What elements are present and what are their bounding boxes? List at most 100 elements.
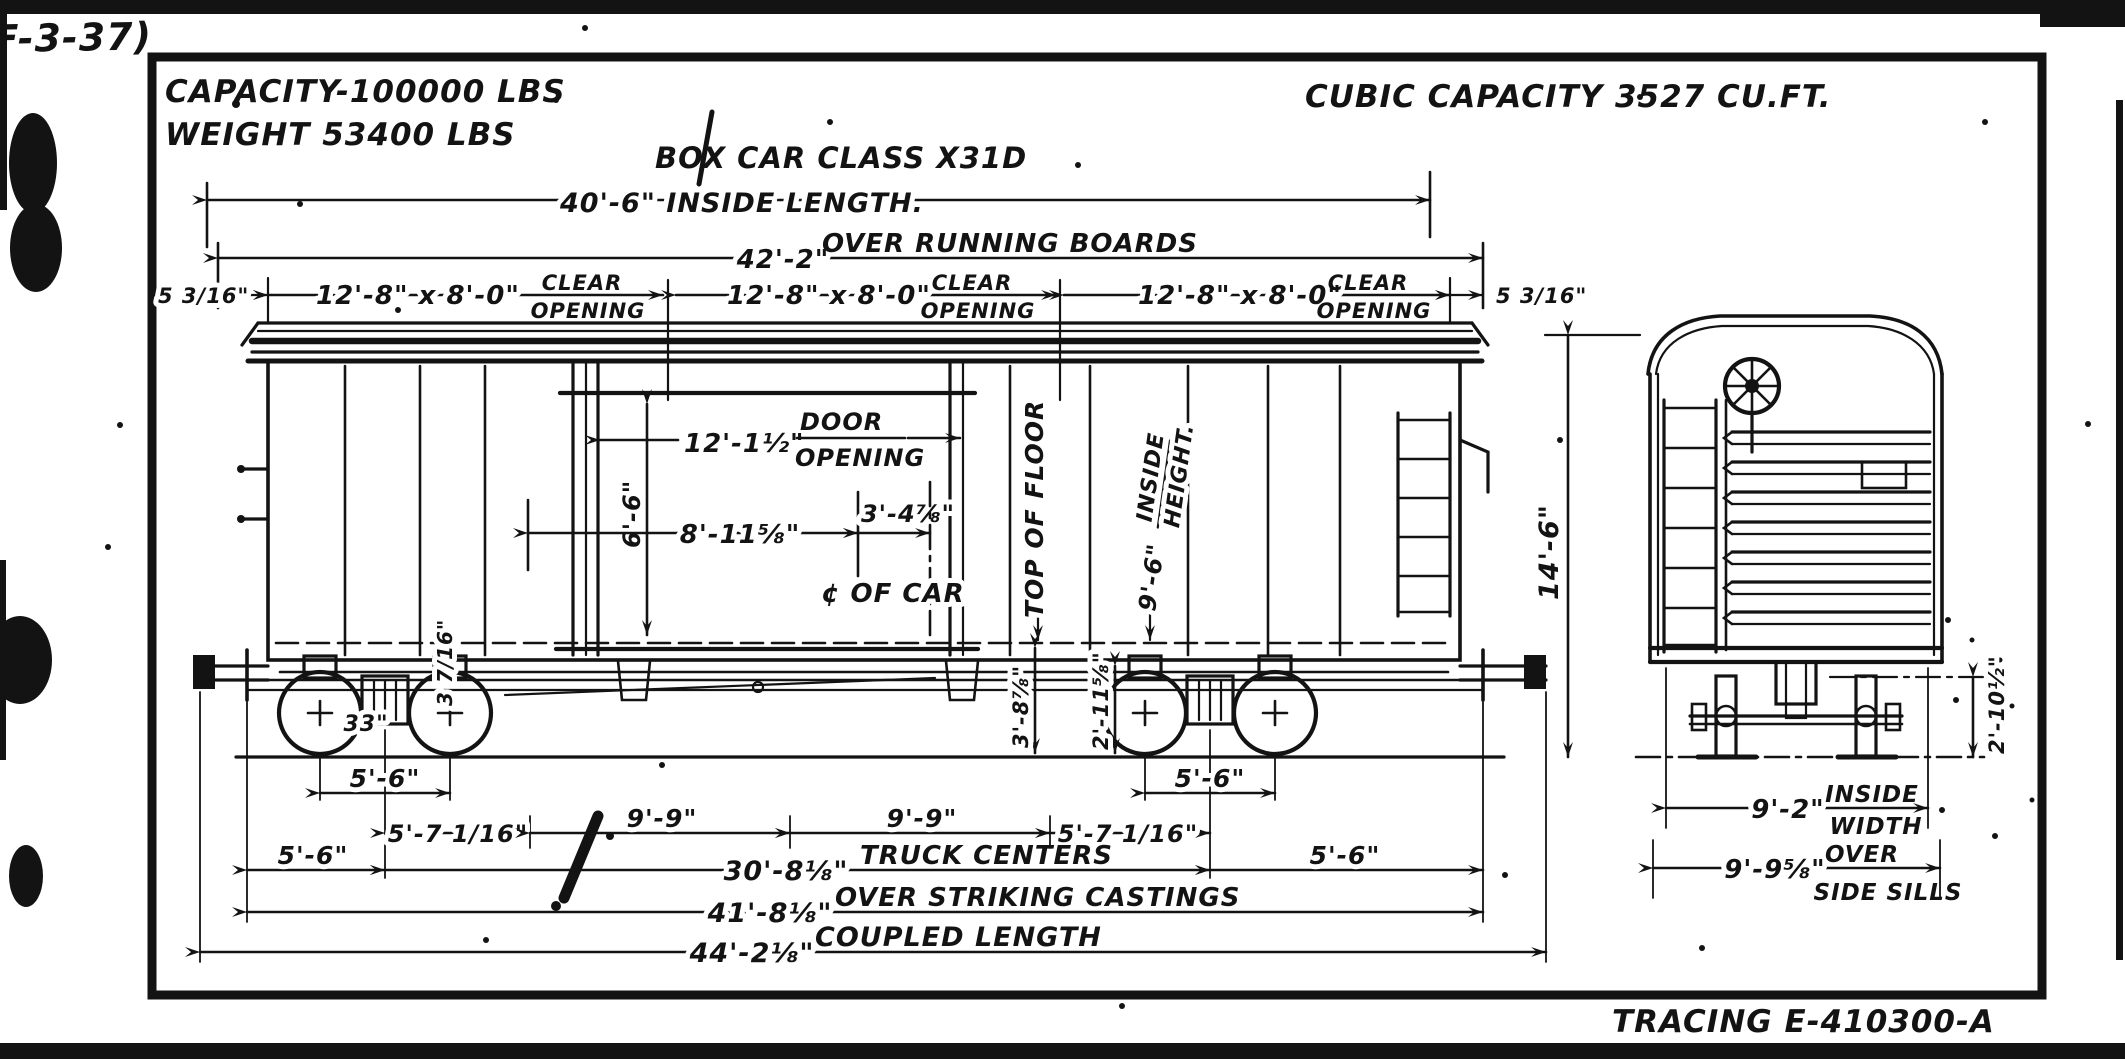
- clear-opening-word-1: CLEAR: [1328, 271, 1409, 295]
- dim-5-7-left: 5'-7 1/16": [388, 820, 528, 848]
- dim-14-6: 14'-6": [1534, 504, 1565, 600]
- roof-lines: [240, 321, 1490, 364]
- underframe: [245, 659, 1485, 702]
- end-roof: [1646, 314, 1944, 376]
- header: CAPACITY-100000 LBS WEIGHT 53400 LBS CUB…: [165, 74, 1832, 175]
- tracing-number: TRACING E-410300-A: [1612, 1004, 1995, 1040]
- clear-opening-dim-1: 12'-8" x 8'-0" CLEAR OPENING: [253, 271, 665, 323]
- end-overhang-right: 5'-6": [1310, 841, 1381, 870]
- coupler-height-dim: 2'-10½": [1985, 655, 2009, 754]
- side-panel-seams: [343, 364, 1342, 657]
- end-view-drawing: 14'-6" 9'-2" INSIDE WIDTH 9'-9⅝" OVER SI…: [1529, 314, 2014, 906]
- wheel: [406, 669, 494, 757]
- truck-wheelbase-right: 5'-6": [1175, 764, 1246, 793]
- roof-end-bracket: [1470, 321, 1490, 347]
- clear-opening-word-2: OPENING: [921, 299, 1036, 323]
- end-ladder: [1662, 398, 1718, 654]
- door-word: DOOR: [800, 408, 883, 436]
- end-grab-irons: [237, 465, 270, 523]
- weight-note: WEIGHT 53400 LBS: [165, 117, 516, 153]
- wheel-diameter-label: 33": [343, 712, 388, 737]
- truck-wheelbase-left: 5'-6": [350, 764, 421, 793]
- side-door: [553, 359, 981, 657]
- roof-end-bracket: [240, 321, 260, 347]
- dim-end-gap-left: 5 3/16": [158, 284, 249, 308]
- truck-centers-value: 30'-8⅛": [724, 856, 849, 887]
- dim-over-running-boards-value: 42'-2": [736, 245, 830, 275]
- cubic-capacity-note: CUBIC CAPACITY 3527 CU.FT.: [1305, 79, 1832, 115]
- dim-inside-length: 40'-6" INSIDE LENGTH.: [559, 188, 924, 219]
- corner-note: F-3-37): [0, 14, 152, 61]
- truck-left: [276, 654, 494, 757]
- coupler-right: [1458, 648, 1548, 702]
- side-view-drawing: [193, 321, 1548, 759]
- dim-3-7-16: 3 7/16": [433, 619, 457, 706]
- end-corrugations: [1721, 430, 1932, 626]
- end-underbody: [1688, 660, 1904, 758]
- centerline-label: ¢ OF CAR: [821, 579, 964, 609]
- dim-9-9-left: 9'-9": [627, 804, 698, 833]
- door-height-value: 6'-6": [618, 480, 646, 548]
- clear-opening-word-1: CLEAR: [542, 271, 623, 295]
- ink-smudge: [558, 810, 604, 904]
- hole-punch-mark: [9, 113, 57, 213]
- clear-opening-dim-2: 12'-8" x 8'-0" CLEAR OPENING: [661, 271, 1058, 323]
- extension-lines: [199, 691, 1547, 963]
- clear-opening-value: 12'-8" x 8'-0": [727, 281, 931, 311]
- over-side-sills-word-1: OVER: [1825, 842, 1899, 868]
- clear-opening-word-1: CLEAR: [932, 271, 1013, 295]
- coupler-end: [1774, 660, 1818, 706]
- clear-opening-word-2: OPENING: [1317, 299, 1432, 323]
- striking-castings-value: 41'-8⅛": [707, 898, 833, 929]
- side-ladder: [1396, 411, 1490, 618]
- inside-width-word-2: WIDTH: [1830, 814, 1923, 840]
- grab-iron: [1458, 438, 1490, 494]
- end-detail-plate: [1860, 460, 1908, 490]
- brake-rod: [503, 676, 937, 697]
- wheel: [1101, 669, 1189, 757]
- inside-width-word-1: INSIDE: [1825, 782, 1919, 808]
- door-opening-word: OPENING: [795, 444, 925, 472]
- clear-opening-dim-3: 12'-8" x 8'-0" CLEAR OPENING: [1049, 271, 1452, 323]
- bottom-dimensions: 5'-6" 5'-6" 5'-7 1/16" 9'-9" 9'-9" 5'-7 …: [185, 691, 1548, 974]
- capacity-note: CAPACITY-100000 LBS: [165, 74, 566, 110]
- ink-blot: [9, 845, 43, 907]
- dim-end-gap-right: 5 3/16": [1496, 284, 1587, 308]
- wheel: [276, 669, 364, 757]
- brake-wheel: [1722, 356, 1782, 454]
- coupled-length-label: COUPLED LENGTH: [815, 922, 1102, 953]
- truck-centers-label: TRUCK CENTERS: [860, 841, 1113, 871]
- clear-opening-value: 12'-8" x 8'-0": [316, 281, 520, 311]
- dim-over-running-boards-label: OVER RUNNING BOARDS: [822, 229, 1198, 259]
- wheel: [1231, 669, 1319, 757]
- drawing-border: [147, 52, 2047, 1000]
- ink-specks: [105, 25, 2091, 1009]
- door-opening-value: 12'-1½": [684, 429, 804, 459]
- inside-height-value: 9'-6": [1133, 541, 1170, 612]
- dim-8-11: 8'-11⅝": [680, 520, 800, 550]
- stray-stroke: [696, 109, 715, 187]
- coupled-length-value: 44'-2⅛": [689, 938, 815, 969]
- clear-opening-value: 12'-8" x 8'-0": [1138, 281, 1342, 311]
- dim-9-9-right: 9'-9": [887, 804, 958, 833]
- clear-opening-word-2: OPENING: [531, 299, 646, 323]
- door-height-dim: 6'-6": [613, 389, 652, 637]
- dim-5-7-right: 5'-7 1/16": [1058, 820, 1198, 848]
- car-body: [266, 359, 1462, 662]
- dim-3-4: 3'-4⅞": [861, 500, 955, 528]
- door-opening-dim: 12'-1½" DOOR OPENING: [585, 408, 962, 472]
- mid-dimensions: 12'-1½" DOOR OPENING 6'-6" 8'-11⅝" 3'-4⅞…: [338, 389, 1204, 755]
- striking-castings-label: OVER STRIKING CASTINGS: [835, 883, 1240, 913]
- sill-height-dim: 2'-11⅝": [1089, 651, 1113, 750]
- floor-height-dim: 3'-8⅞": [1009, 665, 1033, 748]
- hole-punch-mark: [0, 616, 52, 704]
- top-dimensions: 40'-6" INSIDE LENGTH. 42'-2" OVER RUNNIN…: [153, 170, 1591, 402]
- drawing-title: BOX CAR CLASS X31D: [655, 141, 1027, 175]
- inside-width-value: 9'-2": [1751, 795, 1824, 825]
- coupler-left: [193, 648, 270, 702]
- hole-punch-mark: [10, 204, 62, 292]
- top-of-floor-label: TOP OF FLOOR: [1020, 400, 1049, 618]
- end-dimensions: 14'-6" 9'-2" INSIDE WIDTH 9'-9⅝" OVER SI…: [1529, 320, 2014, 906]
